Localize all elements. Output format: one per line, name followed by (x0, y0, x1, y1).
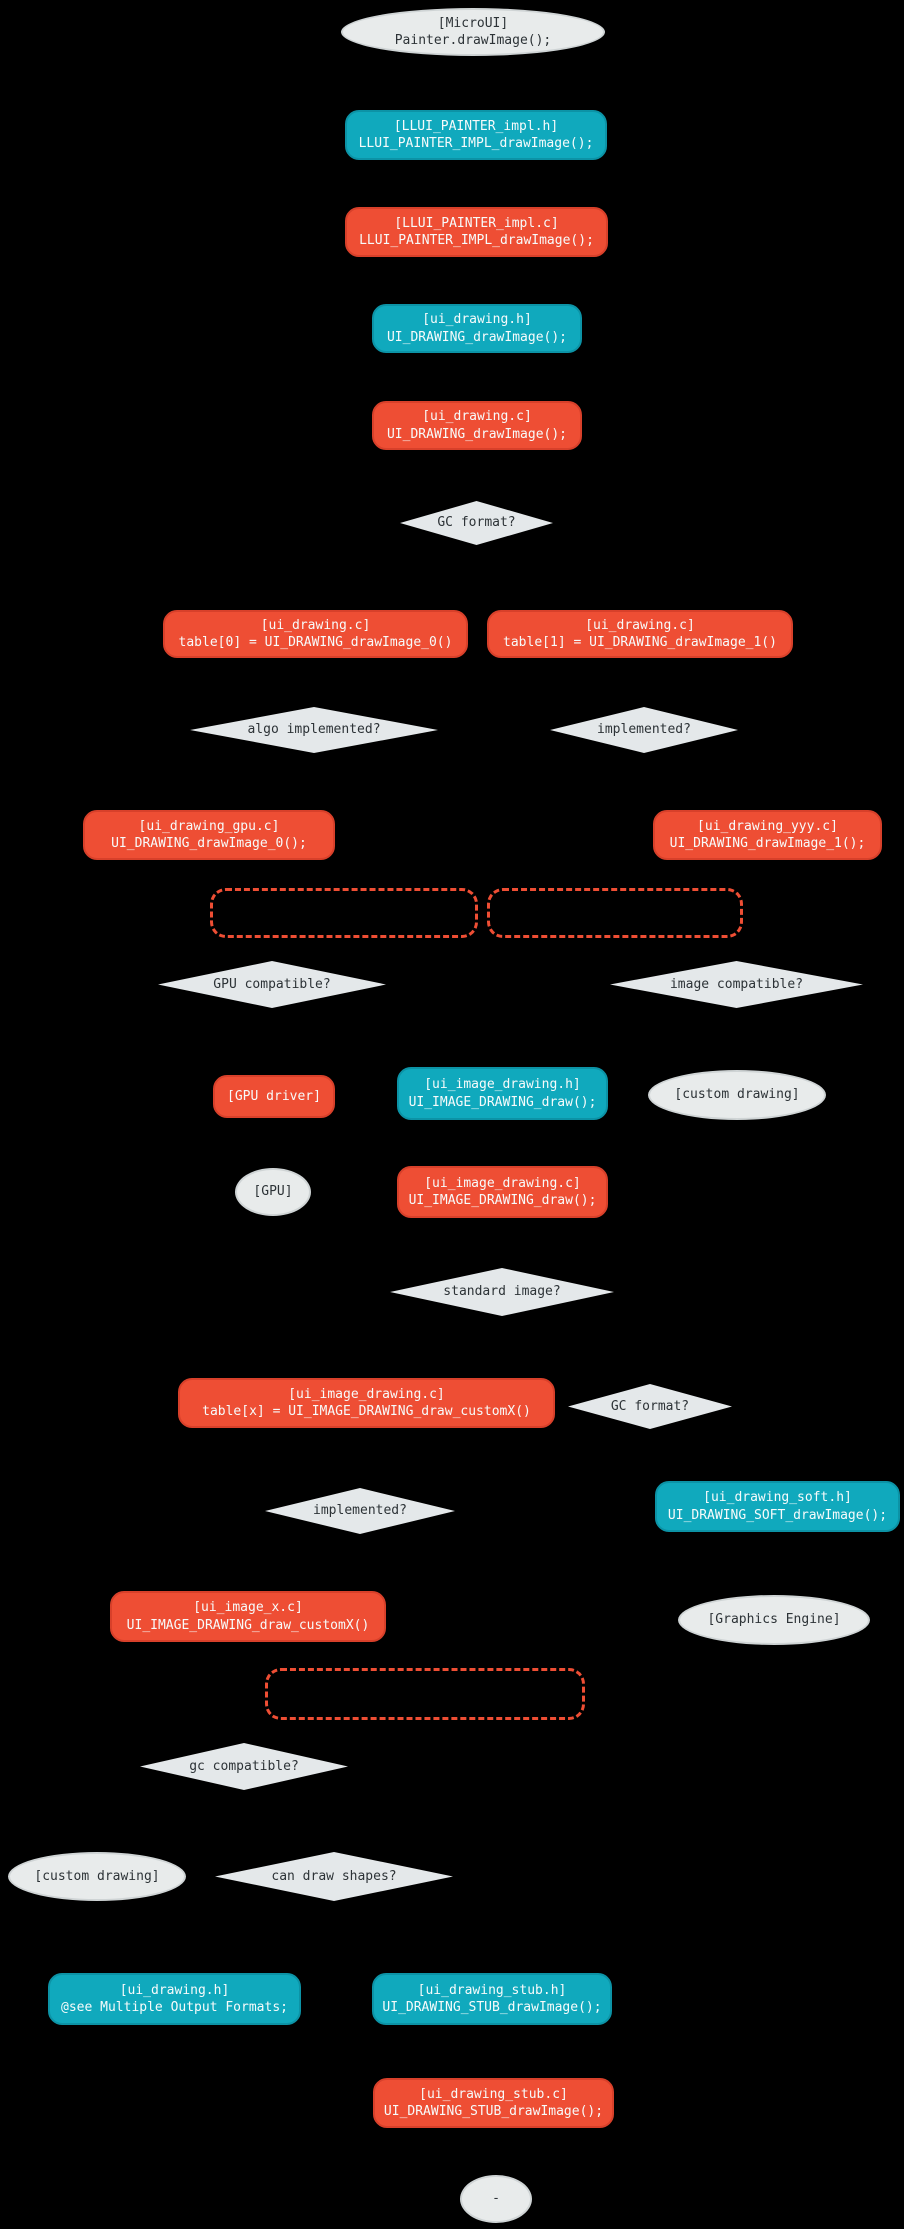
node-label: [custom drawing] (34, 1868, 160, 1884)
node-label: [ui_drawing.c] (422, 409, 532, 425)
node-gpu: [GPU] (235, 1168, 311, 1216)
node-microui-painter: [MicroUI] Painter.drawImage(); (341, 8, 605, 56)
node-label: [ui_drawing_gpu.c] (138, 818, 280, 834)
decision-label: algo implemented? (247, 722, 381, 738)
decision-label: can draw shapes? (271, 1868, 397, 1884)
decision-label: GC format? (437, 515, 516, 531)
node-label: [MicroUI] (437, 15, 509, 31)
node-ui-drawing-yyy-c: [ui_drawing_yyy.c] UI_DRAWING_drawImage_… (653, 810, 882, 860)
node-ui-drawing-stub-h: [ui_drawing_stub.h] UI_DRAWING_STUB_draw… (372, 1973, 612, 2025)
node-label: [ui_image_x.c] (193, 1600, 303, 1616)
node-label: table[x] = UI_IMAGE_DRAWING_draw_customX… (202, 1404, 531, 1419)
decision-label: gc compatible? (189, 1758, 299, 1774)
decision-label: implemented? (597, 722, 691, 738)
node-label: UI_IMAGE_DRAWING_draw(); (408, 1094, 597, 1110)
node-graphics-engine: [Graphics Engine] (678, 1595, 870, 1645)
node-llui-painter-impl-c: [LLUI_PAINTER_impl.c] LLUI_PAINTER_IMPL_… (345, 207, 608, 257)
node-label: UI_DRAWING_drawImage_1(); (669, 836, 866, 851)
node-end: - (460, 2175, 532, 2223)
node-label: [ui_drawing.c] (260, 617, 371, 633)
node-label: [custom drawing] (674, 1087, 800, 1103)
node-label: [ui_drawing.h] (119, 1982, 230, 1998)
decision-gpu-compatible: GPU compatible? (158, 961, 386, 1008)
node-label: [ui_image_drawing.c] (288, 1386, 445, 1402)
node-label: [ui_image_drawing.c] (424, 1175, 581, 1191)
node-custom-drawing-1: [custom drawing] (648, 1070, 826, 1120)
node-label: @see Multiple Output Formats; (61, 2000, 288, 2015)
node-ui-drawing-h: [ui_drawing.h] UI_DRAWING_drawImage(); (372, 304, 582, 353)
decision-label: GC format? (610, 1398, 690, 1414)
node-llui-painter-impl-h: [LLUI_PAINTER_impl.h] LLUI_PAINTER_IMPL_… (345, 110, 607, 160)
node-table0-drawimage-0: [ui_drawing.c] table[0] = UI_DRAWING_dra… (163, 610, 468, 658)
node-ui-drawing-gpu-c: [ui_drawing_gpu.c] UI_DRAWING_drawImage_… (83, 810, 335, 860)
decision-label: GPU compatible? (213, 976, 331, 992)
node-label: UI_DRAWING_STUB_drawImage(); (383, 2104, 604, 2119)
node-custom-drawing-2: [custom drawing] (8, 1852, 186, 1901)
decision-label: image compatible? (669, 976, 804, 992)
decision-implemented-1: implemented? (550, 707, 738, 753)
node-label: - (492, 2191, 500, 2207)
node-label: [ui_drawing_stub.c] (419, 2086, 568, 2102)
decision-can-draw-shapes: can draw shapes? (215, 1852, 453, 1901)
node-label: UI_DRAWING_drawImage(); (386, 329, 567, 345)
decision-gc-format-2: GC format? (568, 1384, 732, 1429)
node-label: UI_IMAGE_DRAWING_draw_customX() (126, 1617, 370, 1633)
node-gpu-driver: [GPU driver] (213, 1075, 335, 1118)
decision-standard-image: standard image? (390, 1268, 614, 1316)
decision-implemented-2: implemented? (265, 1488, 455, 1534)
node-ui-image-drawing-c: [ui_image_drawing.c] UI_IMAGE_DRAWING_dr… (397, 1166, 608, 1218)
node-label: [ui_drawing_stub.h] (417, 1982, 567, 1998)
decision-gc-format-1: GC format? (400, 501, 553, 545)
node-label: [LLUI_PAINTER_impl.c] (394, 215, 559, 231)
node-label: [LLUI_PAINTER_impl.h] (393, 118, 559, 134)
decision-label: standard image? (443, 1284, 561, 1300)
node-label: [ui_drawing.h] (422, 312, 532, 328)
node-label: [ui_drawing_yyy.c] (697, 818, 838, 834)
node-table1-drawimage-1: [ui_drawing.c] table[1] = UI_DRAWING_dra… (487, 610, 793, 658)
node-ui-drawing-h-see-formats: [ui_drawing.h] @see Multiple Output Form… (48, 1973, 301, 2025)
node-ui-image-drawing-h: [ui_image_drawing.h] UI_IMAGE_DRAWING_dr… (397, 1067, 608, 1120)
node-label: [ui_drawing.c] (585, 617, 695, 633)
node-label: UI_DRAWING_drawImage_0(); (111, 836, 307, 851)
node-tablex-draw-customx: [ui_image_drawing.c] table[x] = UI_IMAGE… (178, 1378, 555, 1428)
node-label: UI_IMAGE_DRAWING_draw(); (408, 1193, 597, 1208)
node-label: table[0] = UI_DRAWING_drawImage_0() (178, 635, 453, 650)
node-label: Painter.drawImage(); (394, 33, 552, 48)
node-ui-image-x-c: [ui_image_x.c] UI_IMAGE_DRAWING_draw_cus… (110, 1591, 386, 1642)
node-label: [GPU driver] (227, 1088, 321, 1104)
decision-gc-compatible: gc compatible? (140, 1743, 348, 1790)
node-label: table[1] = UI_DRAWING_drawImage_1() (503, 635, 777, 650)
node-label: [ui_image_drawing.h] (424, 1077, 581, 1093)
node-label: [Graphics Engine] (707, 1612, 841, 1628)
node-ui-drawing-soft-h: [ui_drawing_soft.h] UI_DRAWING_SOFT_draw… (655, 1481, 900, 1532)
node-label: LLUI_PAINTER_IMPL_drawImage(); (358, 136, 594, 151)
decision-image-compatible: image compatible? (610, 961, 863, 1008)
placeholder-dashed-left (210, 888, 478, 938)
node-ui-drawing-stub-c: [ui_drawing_stub.c] UI_DRAWING_STUB_draw… (373, 2078, 614, 2128)
node-label: UI_DRAWING_STUB_drawImage(); (382, 2000, 602, 2015)
node-ui-drawing-c: [ui_drawing.c] UI_DRAWING_drawImage(); (372, 401, 582, 450)
placeholder-dashed-bottom (265, 1668, 585, 1720)
decision-algo-implemented: algo implemented? (190, 707, 438, 753)
node-label: LLUI_PAINTER_IMPL_drawImage(); (359, 233, 594, 248)
decision-label: implemented? (313, 1503, 407, 1519)
placeholder-dashed-right (487, 888, 743, 938)
node-label: [ui_drawing_soft.h] (703, 1490, 852, 1506)
node-label: [GPU] (253, 1184, 293, 1200)
node-label: UI_DRAWING_SOFT_drawImage(); (667, 1507, 888, 1523)
node-label: UI_DRAWING_drawImage(); (386, 426, 567, 442)
